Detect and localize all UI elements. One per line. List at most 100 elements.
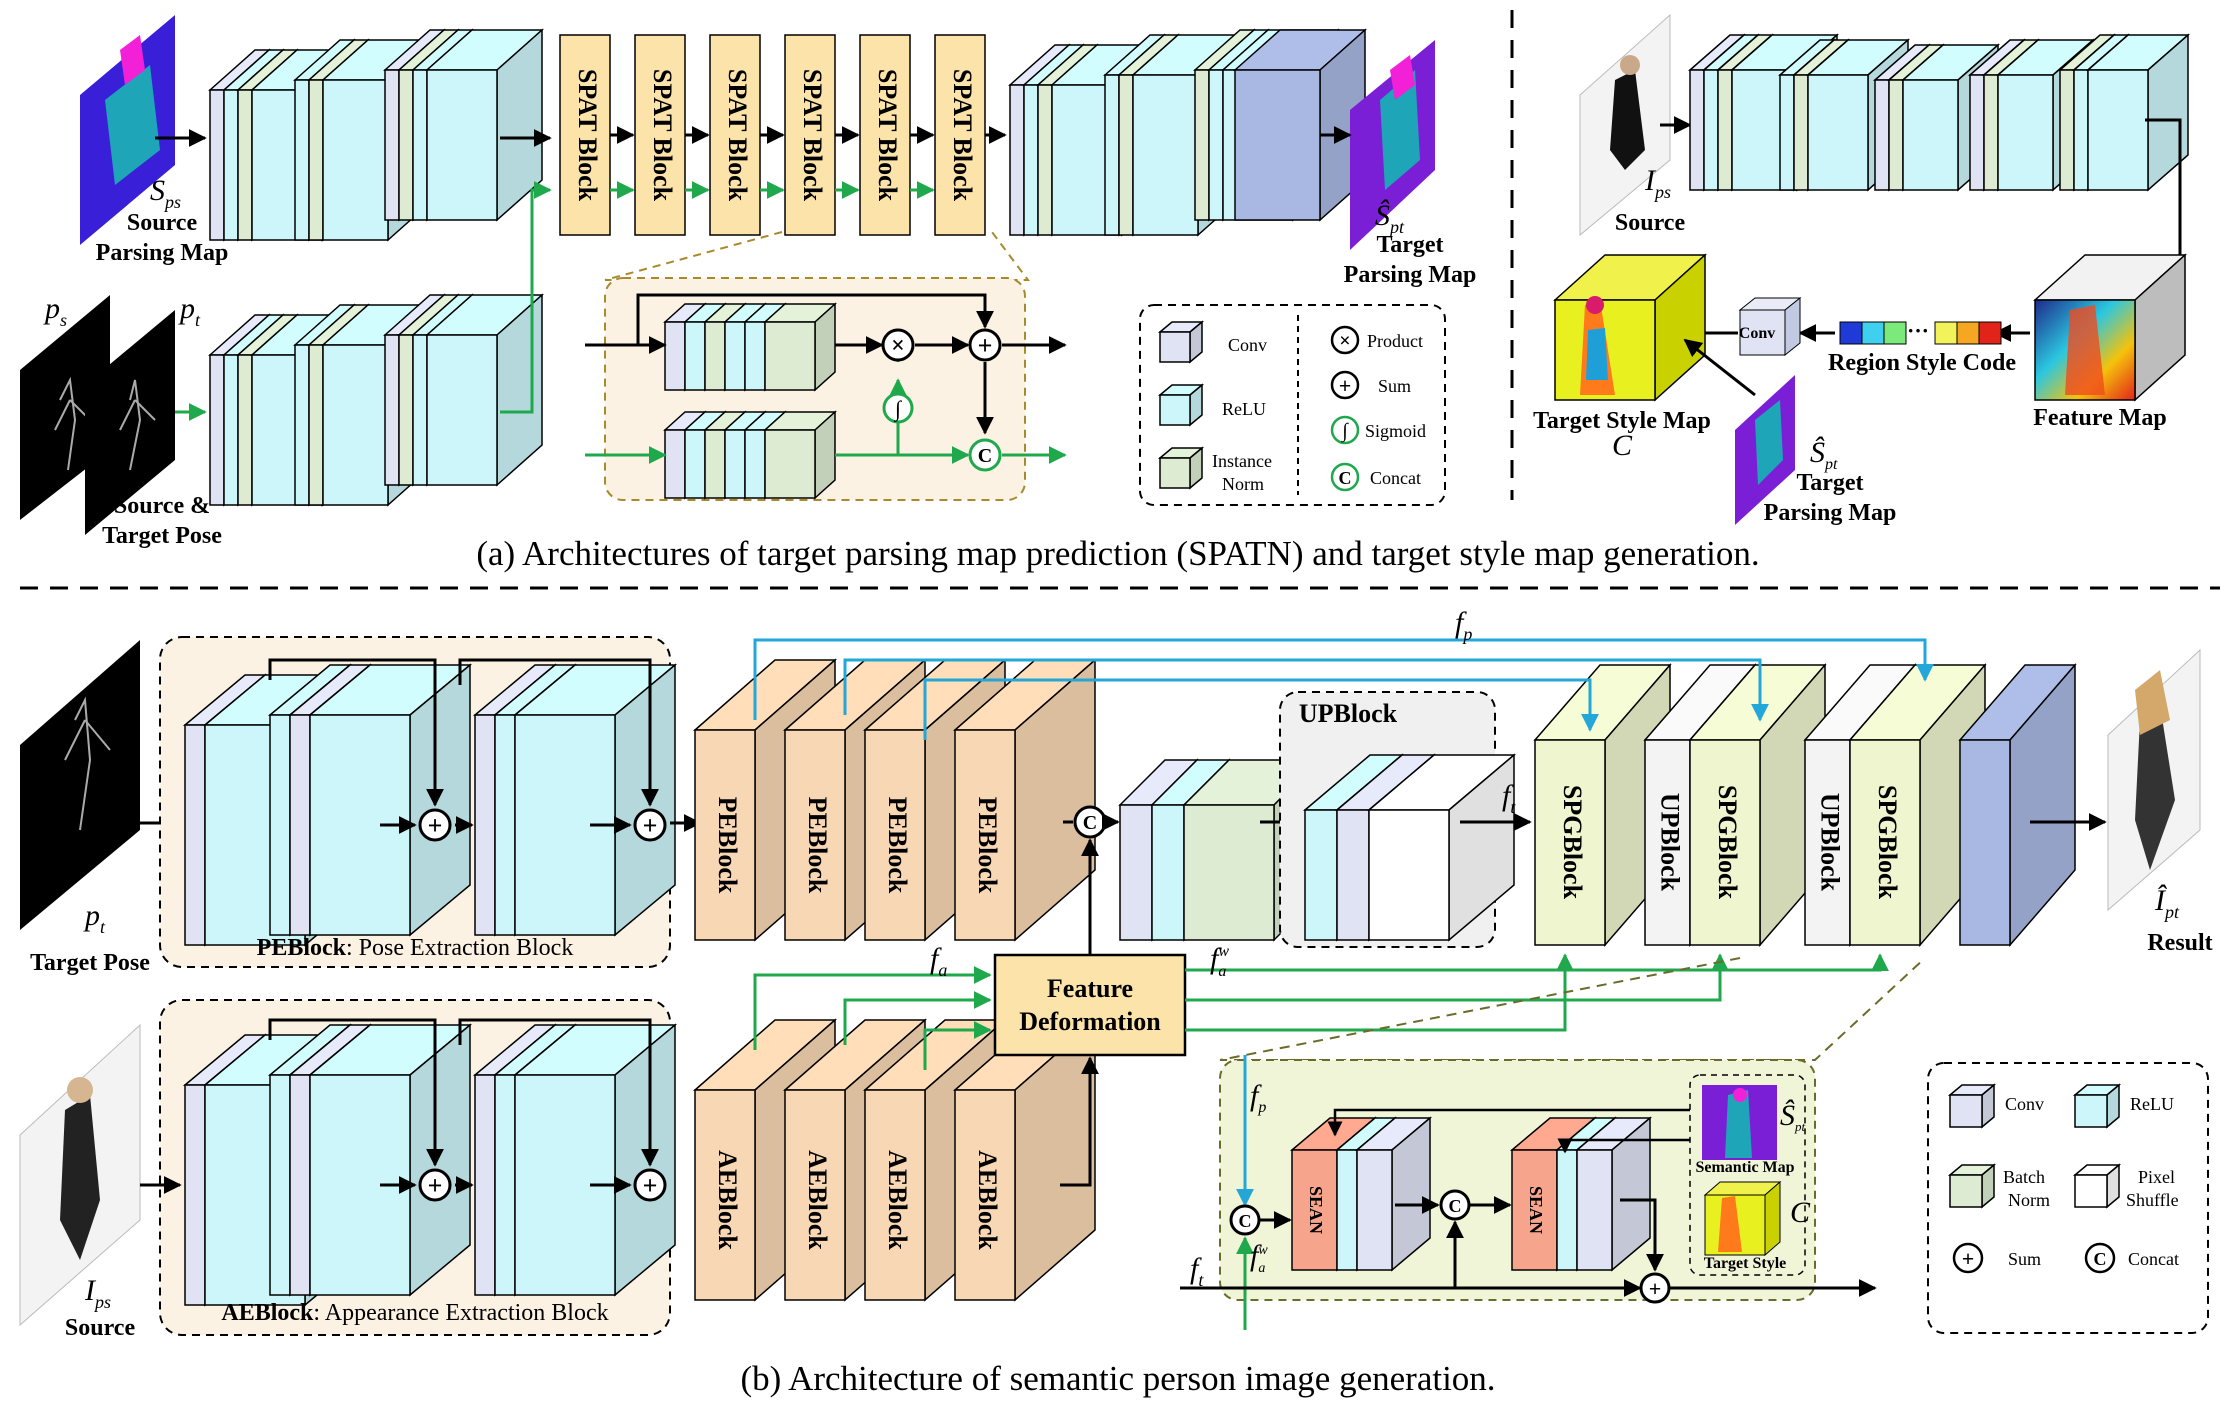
conv-small-cube [1738, 296, 1802, 357]
layer-2 [307, 1023, 473, 1297]
sean-stack: SEAN [1289, 1116, 1433, 1272]
svg-text:PEBlock: PEBlock [803, 797, 832, 894]
legend-b-bn2: Norm [2008, 1190, 2050, 1210]
style-encoder-stack [1688, 33, 2190, 192]
source-image-b [19, 1023, 141, 1327]
spat-detail-bottom [663, 410, 837, 500]
enc-bot-3 [383, 293, 544, 487]
legend-a-conv: Conv [1228, 335, 1267, 355]
res-1b [267, 663, 473, 937]
svg-text:C: C [978, 445, 992, 467]
aeblock-caption: AEBlock: Appearance Extraction Block [221, 1300, 608, 1326]
target-parsing2-label-1: Target [1796, 470, 1863, 496]
svg-text:SPGBlock: SPGBlock [1558, 785, 1587, 900]
faw-label: faw [1210, 942, 1229, 980]
layer-3 [425, 293, 544, 487]
dec-final [1233, 28, 1367, 222]
svg-text:PEBlock: PEBlock [883, 797, 912, 894]
sean-conv [1354, 1116, 1433, 1272]
final-layer [1958, 662, 2077, 948]
ft-label-sean: ft [1190, 1252, 1204, 1290]
source-image-label: Source [1615, 210, 1686, 236]
source-parsing-label-2: Parsing Map [96, 240, 229, 266]
legend-a-relu: ReLU [1222, 399, 1266, 419]
spat-block-row: SPAT Block SPAT Block SPAT Block SPAT Block… [559, 34, 1007, 236]
faw-label-sean: faw [1250, 1239, 1268, 1276]
spat-block-3: SPAT Block [709, 34, 761, 236]
svg-text:C: C [1239, 1211, 1252, 1231]
fp-label-top: fp [1455, 606, 1472, 644]
aeblock-detail: ++ [182, 1018, 678, 1307]
spat-block-2: SPAT Block [634, 34, 686, 236]
legend-a-conv-cube [1157, 320, 1205, 364]
legend-b-concat: Concat [2128, 1249, 2179, 1269]
source-parsing-symbol: Sps [150, 174, 181, 212]
svg-text:SEAN: SEAN [1306, 1186, 1326, 1234]
peblock-caption: PEBlock: Pose Extraction Block [257, 935, 574, 961]
svg-text:SPAT Block: SPAT Block [948, 69, 977, 202]
svg-text:+: + [428, 1171, 443, 1200]
result-symbol: Îpt [2154, 884, 2180, 922]
sean-sum [1639, 1272, 1671, 1304]
res-2 [472, 1023, 678, 1297]
parsing-decoder-stack [1008, 28, 1367, 237]
sean-stack: SEAN [1509, 1116, 1653, 1272]
spat-block-4: SPAT Block [784, 34, 836, 236]
upblock-stack [1302, 753, 1517, 942]
legend-b-ps-cube [2072, 1163, 2122, 1209]
legend-a-in1: Instance [1212, 451, 1272, 471]
svg-text:PEBlock: PEBlock [713, 797, 742, 894]
aeblock-4: AEBlock [953, 1018, 1097, 1302]
target-style-cube-small [1703, 1180, 1782, 1257]
spat-block-6: SPAT Block [934, 34, 986, 236]
conv-small-label: Conv [1739, 325, 1775, 342]
layer-5 [763, 410, 837, 500]
svg-text:SPGBlock: SPGBlock [1873, 785, 1902, 900]
svg-text:···: ··· [1907, 318, 1929, 343]
svg-text:C: C [2094, 1249, 2107, 1269]
concat-op [968, 438, 1002, 472]
target-parsing-map-image-2 [1735, 375, 1795, 525]
pose-encoder-stack [208, 293, 544, 507]
sum-op [418, 808, 452, 842]
legend-b-bn-cube [1947, 1163, 1997, 1209]
target-style-symbol: C [1612, 429, 1633, 462]
svg-text:+: + [643, 811, 658, 840]
res-1b [267, 1023, 473, 1297]
svg-text:+: + [1649, 1276, 1662, 1301]
legend-b-relu: ReLU [2130, 1094, 2174, 1114]
svg-text:SPAT Block: SPAT Block [723, 69, 752, 202]
target-pose-symbol: pt [83, 899, 106, 937]
svg-text:+: + [643, 1171, 658, 1200]
svg-text:SPAT Block: SPAT Block [873, 69, 902, 202]
peblock-4: PEBlock [953, 658, 1097, 942]
svg-text:+: + [428, 811, 443, 840]
legend-b-ps1: Pixel [2138, 1167, 2175, 1187]
legend-a-product: Product [1367, 331, 1423, 351]
spat-block-1: SPAT Block [559, 34, 611, 236]
svg-text:×: × [1339, 330, 1350, 352]
sum-op [633, 1168, 667, 1202]
peblock-row: PEBlock PEBlock PEBlock PEBlock [693, 658, 1097, 942]
semantic-map-symbol: Ŝpt [1780, 1099, 1806, 1134]
style-enc-5 [2058, 33, 2190, 192]
svg-text:∫: ∫ [1340, 420, 1349, 443]
region-style-code-label: Region Style Code [1828, 350, 2016, 376]
svg-text:+: + [1962, 1246, 1975, 1271]
legend-a-norm-cube [1157, 446, 1205, 490]
target-pose-image-small [85, 310, 175, 535]
target-parsing-symbol: Ŝpt [1375, 199, 1405, 237]
spat-block-5: SPAT Block [859, 34, 911, 236]
target-parsing-label-2: Parsing Map [1344, 262, 1477, 288]
sum-op [968, 328, 1002, 362]
result-label: Result [2147, 930, 2212, 956]
svg-text:SPAT Block: SPAT Block [573, 69, 602, 202]
svg-text:SPGBlock: SPGBlock [1713, 785, 1742, 900]
fa-label: fa [930, 942, 947, 980]
sum-op [633, 808, 667, 842]
fa-connections [753, 953, 1889, 1070]
source-image-a [1579, 13, 1671, 237]
svg-text:UPBlock: UPBlock [1656, 793, 1685, 892]
caption-b: (b) Architecture of semantic person imag… [740, 1359, 1495, 1398]
